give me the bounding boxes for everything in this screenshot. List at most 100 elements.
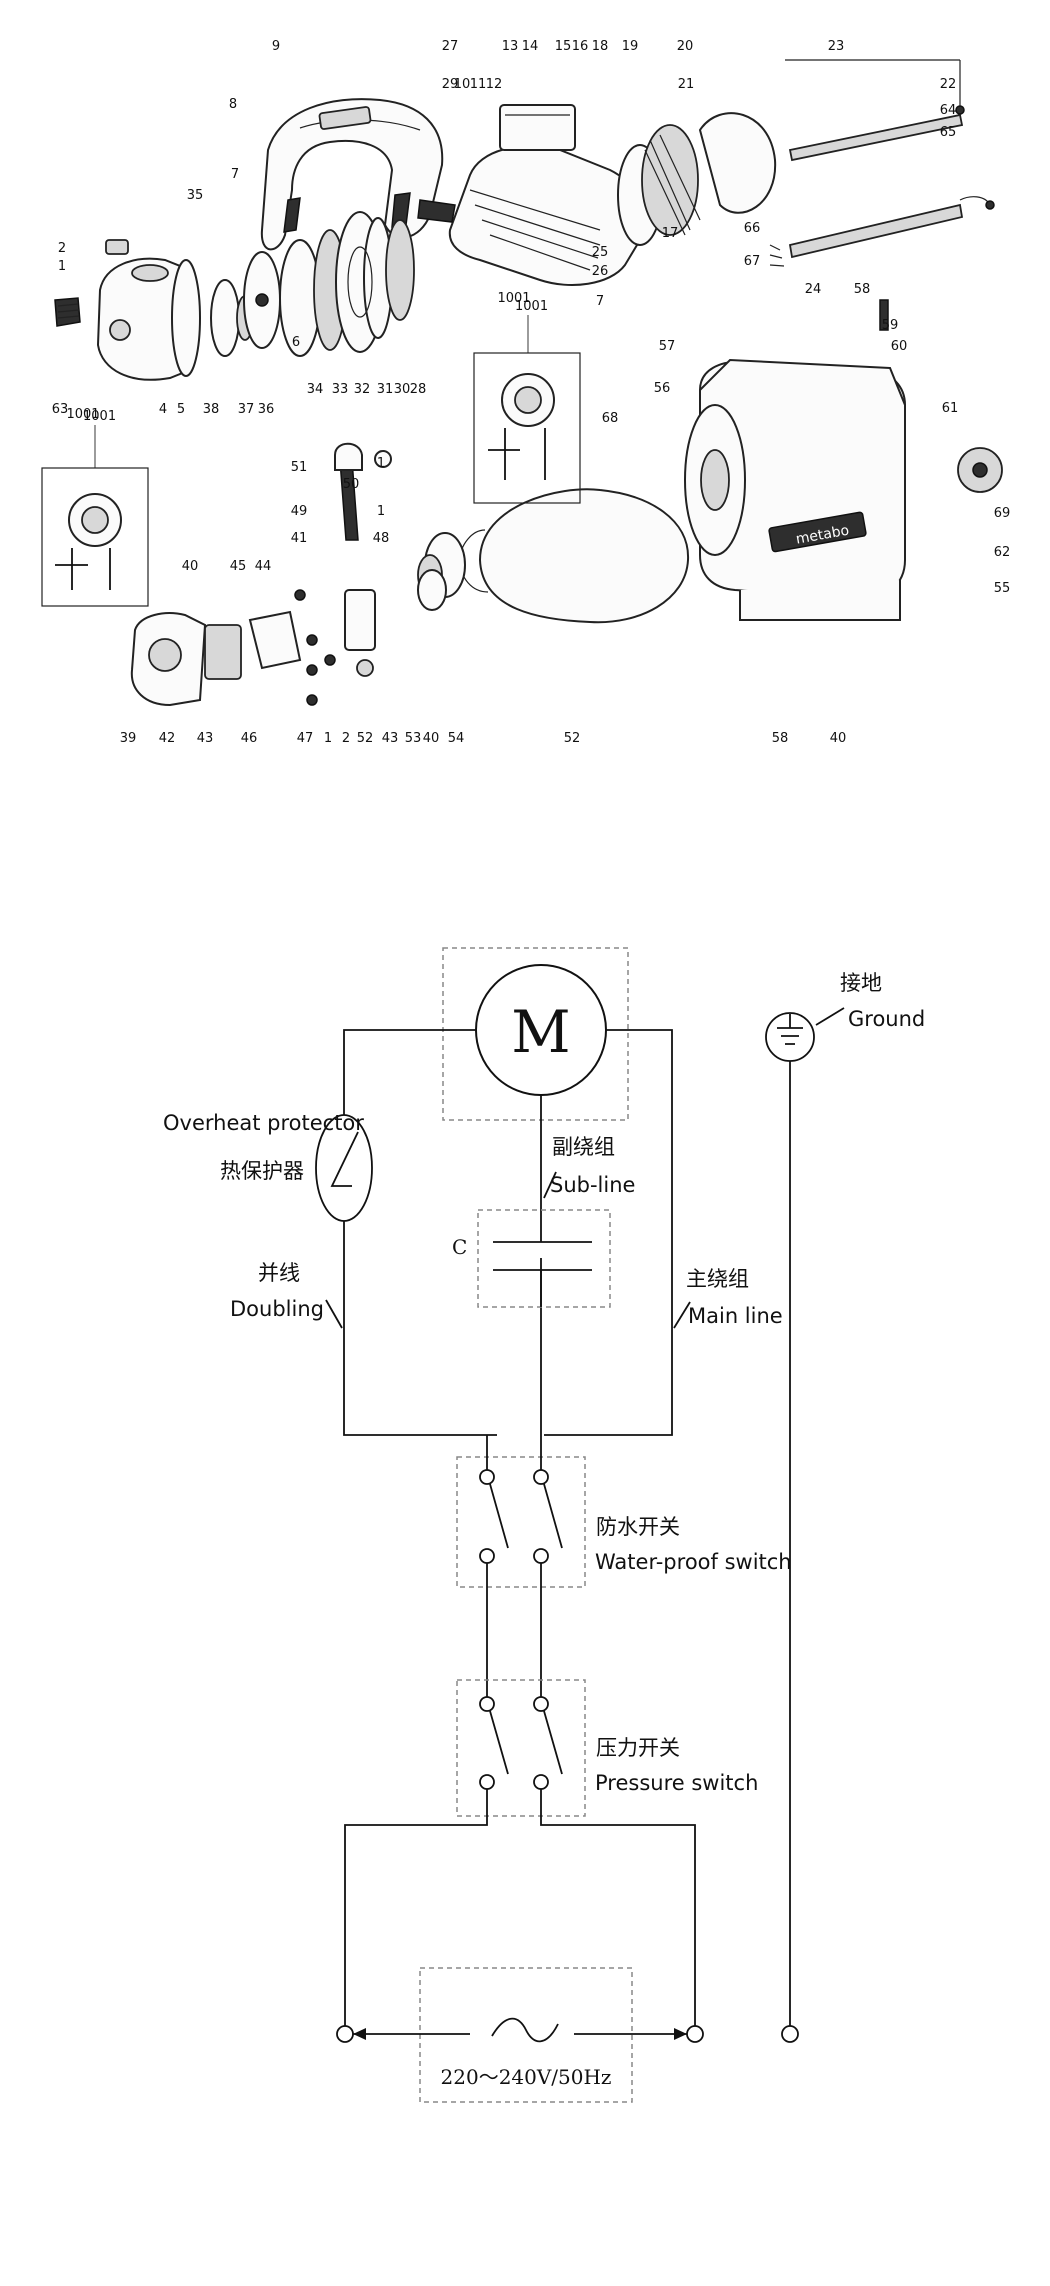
callout-69: 69	[994, 506, 1011, 521]
callout-42: 42	[159, 731, 176, 746]
callout-11: 11	[470, 77, 487, 92]
callout-43: 43	[382, 731, 399, 746]
pressure-switch-assembly	[130, 442, 447, 707]
sub-line-en: Sub-line	[550, 1173, 635, 1197]
doubling-zh: 并线	[258, 1261, 300, 1285]
callout-7: 7	[596, 294, 604, 309]
pressure-switch-en: Pressure switch	[595, 1771, 758, 1795]
callout-5: 5	[177, 402, 185, 417]
callout-47: 47	[297, 731, 314, 746]
callout-59: 59	[882, 318, 899, 333]
callout-9: 9	[272, 39, 280, 54]
callout-4: 4	[159, 402, 167, 417]
power-cables	[769, 59, 995, 267]
callout-52: 52	[357, 731, 374, 746]
callout-39: 39	[120, 731, 137, 746]
overheat-protector-en: Overheat protector	[163, 1111, 364, 1135]
callout-40: 40	[182, 559, 199, 574]
callout-22: 22	[940, 77, 957, 92]
callout-1: 1	[324, 731, 332, 746]
callout-21: 21	[678, 77, 695, 92]
main-line-zh: 主绕组	[686, 1267, 749, 1291]
callout-13: 13	[502, 39, 519, 54]
callout-57: 57	[659, 339, 676, 354]
callout-68: 68	[602, 411, 619, 426]
carry-handle	[260, 98, 444, 251]
inset-left-label: 1001	[83, 409, 116, 424]
callout-1: 1	[377, 504, 385, 519]
exploded-view: metabo	[41, 39, 1011, 746]
callout-55: 55	[994, 581, 1011, 596]
callout-36: 36	[258, 402, 275, 417]
callout-44: 44	[255, 559, 272, 574]
callout-25: 25	[592, 245, 609, 260]
callout-18: 18	[592, 39, 609, 54]
pressure-switch-box	[456, 1679, 586, 1817]
callout-45: 45	[230, 559, 247, 574]
callout-66: 66	[744, 221, 761, 236]
callout-40: 40	[830, 731, 847, 746]
callout-1: 1	[58, 259, 66, 274]
callout-58: 58	[772, 731, 789, 746]
callout-40: 40	[423, 731, 440, 746]
supply-label: 220～240V/50Hz	[441, 2065, 612, 2089]
callout-58: 58	[854, 282, 871, 297]
wiring-diagram: M Overheat protector 热保护器 C 副绕组 Sub-line…	[163, 947, 925, 2103]
callout-17: 17	[662, 226, 679, 241]
doubling-en: Doubling	[230, 1297, 324, 1321]
power-supply-box	[419, 1967, 633, 2103]
callout-34: 34	[307, 382, 324, 397]
callout-35: 35	[187, 188, 204, 203]
impeller-stack	[210, 211, 415, 357]
callout-7: 7	[231, 167, 239, 182]
waterproof-switch-en: Water-proof switch	[595, 1550, 792, 1574]
main-line-en: Main line	[688, 1304, 783, 1328]
callout-61: 61	[942, 401, 959, 416]
callout-37: 37	[238, 402, 255, 417]
callout-32: 32	[354, 382, 371, 397]
callout-60: 60	[891, 339, 908, 354]
pressure-switch-zh: 压力开关	[596, 1736, 680, 1760]
callout-33: 33	[332, 382, 349, 397]
supply-terminal-left	[336, 2025, 354, 2043]
waterproof-switch-box	[456, 1456, 586, 1588]
callout-26: 26	[592, 264, 609, 279]
motor-unit	[417, 104, 777, 286]
callout-48: 48	[373, 531, 390, 546]
pressure-tank	[417, 488, 690, 624]
ground-en: Ground	[848, 1007, 925, 1031]
callout-2: 2	[58, 241, 66, 256]
callout-2: 2	[342, 731, 350, 746]
callout-41: 41	[291, 531, 308, 546]
capacitor-label: C	[452, 1235, 467, 1259]
callout-23: 23	[828, 39, 845, 54]
callout-12: 12	[486, 77, 503, 92]
motor-label: M	[511, 998, 570, 1066]
pump-housing-front	[54, 239, 201, 381]
ground-terminal	[781, 2025, 799, 2043]
waterproof-switch-zh: 防水开关	[596, 1515, 680, 1539]
callout-56: 56	[654, 381, 671, 396]
callout-51: 51	[291, 460, 308, 475]
pump-body-rear: metabo	[684, 299, 1003, 621]
callout-1: 1	[377, 456, 385, 471]
inset-center-label: 1001	[515, 299, 548, 314]
callout-1001: 1001	[66, 407, 99, 422]
callout-62: 62	[994, 545, 1011, 560]
callout-19: 19	[622, 39, 639, 54]
callout-30: 30	[394, 382, 411, 397]
callout-63: 63	[52, 402, 69, 417]
callout-24: 24	[805, 282, 822, 297]
inset-wiring-left: 1001	[41, 409, 149, 607]
callout-31: 31	[377, 382, 394, 397]
callout-1001: 1001	[497, 291, 530, 306]
capacitor-box	[477, 1209, 611, 1308]
callout-65: 65	[940, 125, 957, 140]
callout-49: 49	[291, 504, 308, 519]
callout-29: 29	[442, 77, 459, 92]
callout-14: 14	[522, 39, 539, 54]
callout-53: 53	[405, 731, 422, 746]
